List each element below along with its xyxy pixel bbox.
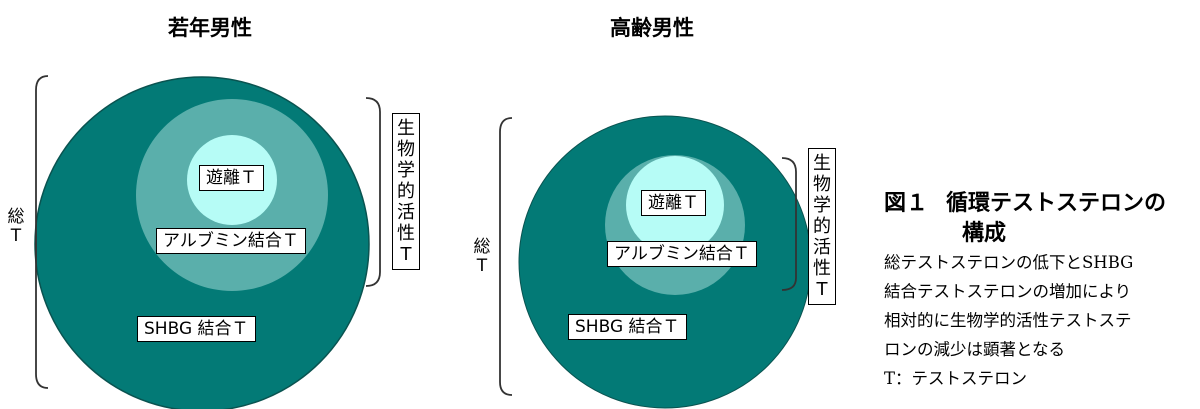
caption-line: 相対的に生物学的活性テストステ — [884, 311, 1132, 330]
elderly-free-label: 遊離Ｔ — [641, 190, 706, 216]
elderly-bio-label: 生 物 学 的 活 性 T — [808, 148, 836, 305]
elderly-total-label: 総 T — [473, 237, 491, 276]
elderly-bio-bracket — [781, 157, 797, 291]
caption-title-line2: 構成 — [962, 220, 1007, 246]
caption-figure-number: 図１ — [884, 190, 929, 216]
caption-line: 結合テストステロンの増加により — [884, 282, 1132, 301]
caption-body: 総テストステロンの低下とSHBG 結合テストステロンの増加により 相対的に生物学… — [884, 248, 1200, 393]
young-bio-bracket — [365, 97, 381, 287]
caption-line: 総テストステロンの低下とSHBG — [884, 253, 1134, 272]
young-panel-title: 若年男性 — [168, 16, 252, 40]
young-total-bracket — [35, 75, 49, 389]
young-free-label: 遊離Ｔ — [199, 165, 264, 191]
figure-caption: 図１ 循環テストステロンの 構成 総テストステロンの低下とSHBG 結合テストステ… — [884, 188, 1200, 393]
young-albumin-label: アルブミン結合Ｔ — [156, 228, 306, 254]
elderly-total-bracket — [499, 117, 513, 396]
caption-line: ロンの減少は顕著となる — [884, 340, 1066, 359]
caption-title-line1: 循環テストステロンの — [946, 190, 1167, 216]
caption-line: T：テストステロン — [884, 369, 1028, 388]
elderly-panel-title: 高齢男性 — [610, 16, 694, 40]
elderly-shbg-label: SHBG 結合Ｔ — [568, 314, 687, 340]
young-total-label: 総 T — [7, 207, 25, 246]
caption-title: 図１ 循環テストステロンの — [884, 188, 1200, 218]
young-bio-label: 生 物 学 的 活 性 T — [392, 113, 420, 270]
young-shbg-label: SHBG 結合Ｔ — [137, 316, 256, 342]
elderly-albumin-label: アルブミン結合Ｔ — [607, 241, 757, 267]
